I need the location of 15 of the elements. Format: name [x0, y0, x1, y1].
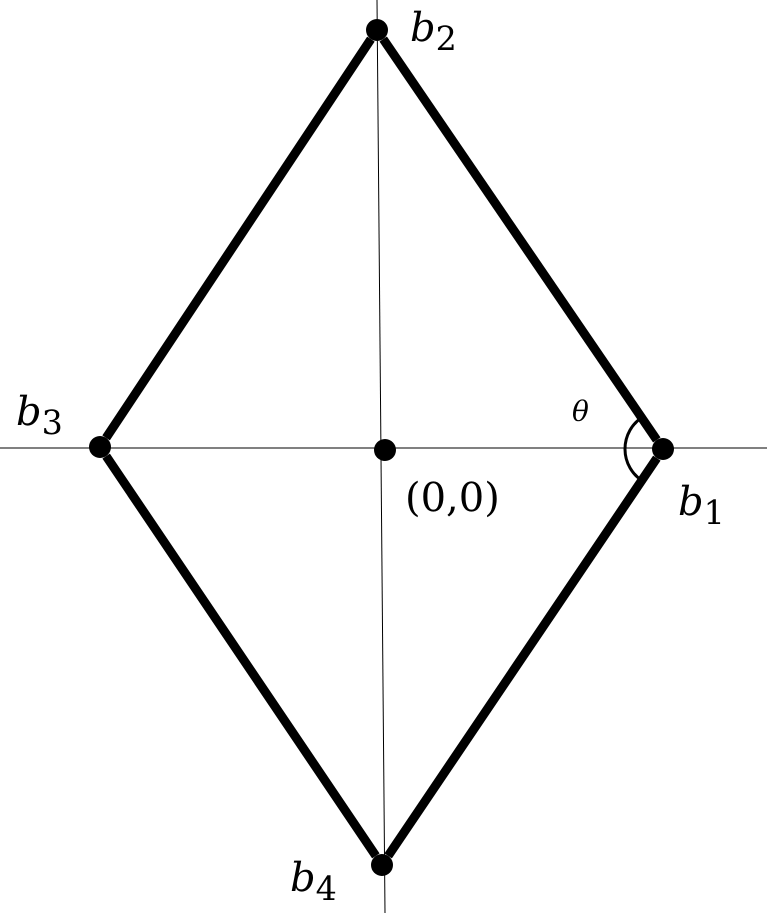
point-label: (0,0) — [405, 478, 500, 518]
point-dot — [652, 438, 674, 460]
point-dot — [371, 854, 393, 876]
rhombus-side — [379, 36, 661, 442]
point-label: b$_{3}$ — [16, 392, 63, 440]
point-label: b$_{1}$ — [678, 482, 725, 530]
point-dot — [374, 439, 396, 461]
point-dot — [366, 19, 388, 41]
point-dot — [89, 436, 111, 458]
point-label: b$_{4}$ — [290, 858, 337, 906]
rhombus-side — [102, 454, 380, 858]
point-label: b$_{2}$ — [410, 8, 457, 56]
rhombus-side — [102, 36, 375, 440]
rhombus-side — [384, 456, 661, 858]
angle-label: θ — [572, 398, 589, 426]
